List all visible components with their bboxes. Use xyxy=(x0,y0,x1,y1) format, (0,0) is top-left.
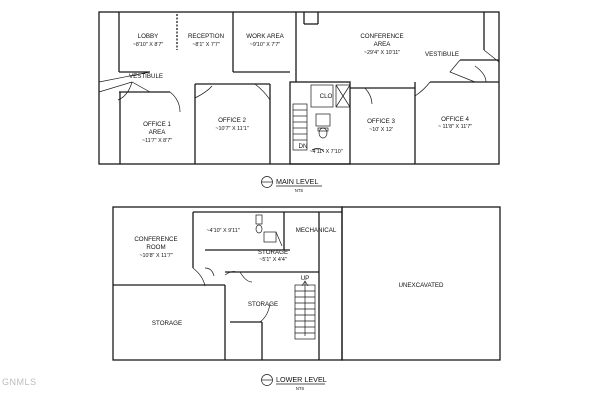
reception-dims: ~8'1" X 7'7" xyxy=(192,42,220,48)
conference-area-dims: ~29'4" X 10'11" xyxy=(364,50,400,56)
office-4-label: OFFICE 4 xyxy=(441,116,469,123)
office-2-label: OFFICE 2 xyxy=(218,117,246,124)
conference-room-dims: ~10'8" X 11'7" xyxy=(139,253,172,259)
office-3-label: OFFICE 3 xyxy=(367,118,395,125)
lobby-label: LOBBY xyxy=(138,33,159,40)
reception-label: RECEPTION xyxy=(188,33,224,40)
main-stair xyxy=(292,103,308,151)
mechanical-label: MECHANICAL xyxy=(296,227,337,234)
main-level-title-block: MAIN LEVEL NTS xyxy=(261,176,322,193)
office-1-dims: ~11'7" X 8'7" xyxy=(142,138,172,144)
office-4-dims: ~ 11'8" X 11'7" xyxy=(438,124,472,130)
lower-level-plan xyxy=(112,206,501,361)
conference-area-label: CONFERENCE xyxy=(360,33,403,40)
up-label: UP xyxy=(301,275,310,282)
lower-level-scale: NTS xyxy=(296,386,305,391)
main-level-title: MAIN LEVEL xyxy=(276,177,318,186)
vestibule-left-label: VESTIBULE xyxy=(129,73,163,80)
lower-level-title: LOWER LEVEL xyxy=(276,375,327,384)
lobby-dims: ~8'10" X 8'7" xyxy=(133,42,164,48)
vestibule-right-label: VESTIBULE xyxy=(425,51,459,58)
main-level-plan xyxy=(98,11,500,165)
main-level-labels: LOBBY ~8'10" X 8'7" RECEPTION ~8'1" X 7'… xyxy=(129,33,472,155)
office-3-dims: ~10' X 12' xyxy=(369,127,393,133)
storage-left-label: STORAGE xyxy=(152,320,182,327)
lower-level-title-block: LOWER LEVEL NTS xyxy=(261,374,327,391)
conference-room-label-2: ROOM xyxy=(146,244,165,251)
main-level-scale: NTS xyxy=(295,188,304,193)
storage-small-dims: ~5'1" X 4'4" xyxy=(259,257,287,263)
unexcavated-area xyxy=(341,206,501,361)
storage-mid-label: STORAGE xyxy=(248,301,278,308)
dn-label: DN xyxy=(299,143,308,150)
bath-dims: ~4'10" X 9'11" xyxy=(206,228,239,234)
dn-dims: ~4'11" X 7'10" xyxy=(309,149,342,155)
unexcavated-label: UNEXCAVATED xyxy=(398,282,444,289)
office-2-dims: ~10'7" X 11'1" xyxy=(215,126,248,132)
lower-stair xyxy=(294,280,316,340)
watermark-logo: GNMLS xyxy=(2,377,37,387)
lower-level-labels: CONFERENCE ROOM ~10'8" X 11'7" ~4'10" X … xyxy=(134,227,444,327)
office-1-label: OFFICE 1 xyxy=(143,121,171,128)
conference-room-label: CONFERENCE xyxy=(134,236,177,243)
work-area-dims: ~9'10" X 7'7" xyxy=(250,42,281,48)
work-area-label: WORK AREA xyxy=(246,33,284,40)
storage-small-label: STORAGE xyxy=(258,249,288,256)
office-1-label-2: AREA xyxy=(149,129,167,136)
clo-label: CLO xyxy=(320,93,333,100)
conference-area-label-2: AREA xyxy=(374,41,392,48)
